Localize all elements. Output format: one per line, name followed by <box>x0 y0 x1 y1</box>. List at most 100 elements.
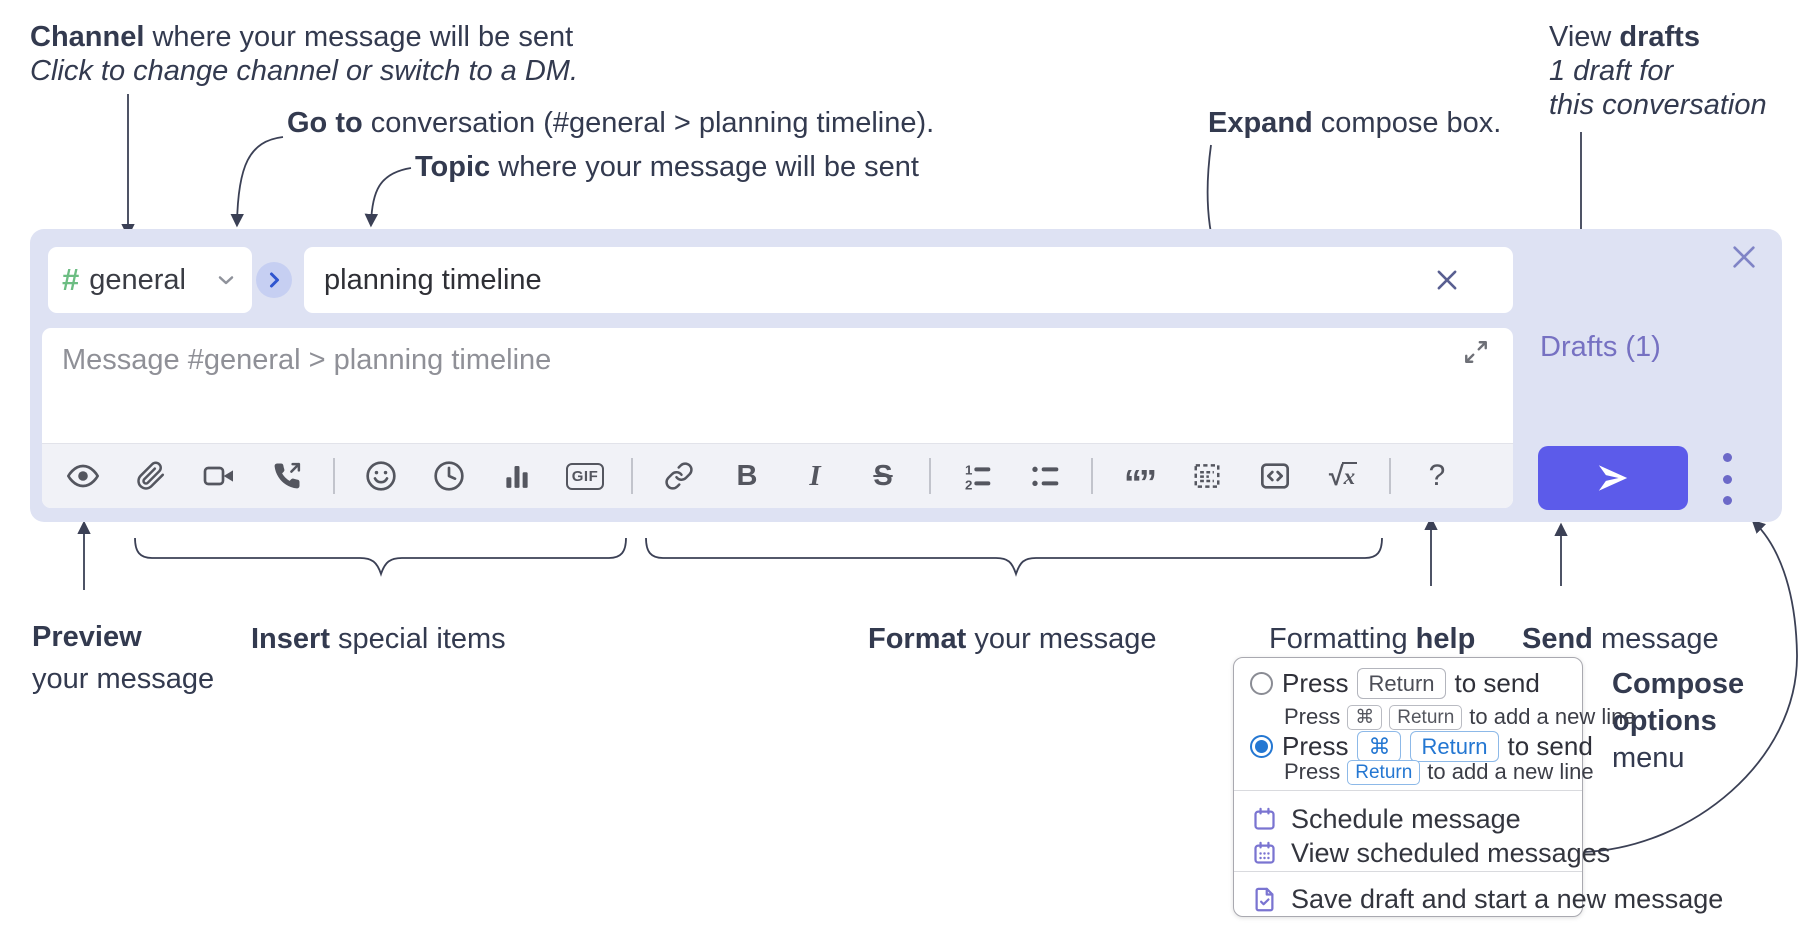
topic-input[interactable] <box>304 247 1513 313</box>
expand-diagonal-icon <box>1465 341 1487 363</box>
numbered-list-button[interactable]: 1 2 <box>960 455 994 497</box>
bold-button[interactable]: B <box>730 455 764 497</box>
compose-options-menu: Press Return to send Press ⌘ Return to a… <box>1233 657 1723 917</box>
gif-button[interactable]: GIF <box>565 455 605 497</box>
goto-arrow <box>230 136 284 228</box>
channel-selector[interactable]: # general <box>48 247 252 313</box>
return-key: Return <box>1410 731 1499 762</box>
bulleted-list-button[interactable] <box>1028 455 1062 497</box>
numbered-list-icon: 1 2 <box>965 463 991 492</box>
expand-compose-button[interactable] <box>1463 338 1491 366</box>
return-key: Return <box>1357 668 1446 699</box>
send-annotation: Send message <box>1522 622 1719 656</box>
poll-button[interactable] <box>500 455 534 497</box>
format-annotation-rest: your message <box>966 623 1157 655</box>
message-box: GIF B I S <box>42 328 1513 508</box>
view-drafts-line3: this conversation <box>1549 89 1767 121</box>
audio-call-button[interactable] <box>270 455 304 497</box>
channel-annotation-line2: Click to change channel or switch to a D… <box>30 55 579 87</box>
save-draft-item[interactable]: Save draft and start a new message <box>1251 884 1723 915</box>
compose-box: # general Drafts (1) <box>30 229 1782 522</box>
insert-annotation-bold: Insert <box>251 623 330 655</box>
topic-annotation-bold: Topic <box>415 151 491 183</box>
view-scheduled-messages-item[interactable]: View scheduled messages <box>1251 838 1610 869</box>
paperclip-icon <box>137 461 165 490</box>
question-icon: ? <box>1428 459 1446 492</box>
return-key: Return <box>1347 759 1421 785</box>
calendar-icon <box>1251 806 1278 833</box>
save-draft-icon <box>1251 886 1278 913</box>
hash-icon: # <box>62 262 80 297</box>
math-button[interactable]: √x <box>1326 455 1360 497</box>
chevron-right-icon <box>270 272 279 288</box>
strikethrough-button[interactable]: S <box>866 455 900 497</box>
clear-topic-button[interactable] <box>1433 266 1461 294</box>
goto-annotation: Go to conversation (#general > planning … <box>287 106 934 140</box>
view-drafts-line2: 1 draft for <box>1549 55 1674 87</box>
calendar-dots-icon <box>1251 840 1278 867</box>
send-annotation-bold: Send <box>1522 623 1593 655</box>
expand-annotation: Expand compose box. <box>1208 106 1501 140</box>
enter-sends-subtext: Press ⌘ Return to add a new line <box>1284 704 1636 730</box>
expand-annotation-bold: Expand <box>1208 107 1313 139</box>
compose-options-button[interactable] <box>1711 453 1743 505</box>
cmd-enter-sends-option[interactable]: Press ⌘ Return to send <box>1250 731 1593 762</box>
preview-button[interactable] <box>66 455 100 497</box>
toolbar-divider <box>1091 458 1093 494</box>
view-drafts-pre: View <box>1549 21 1620 53</box>
go-to-conversation-button[interactable] <box>256 262 292 298</box>
topic-annotation-rest: where your message will be sent <box>490 151 919 183</box>
goto-annotation-bold: Go to <box>287 107 363 139</box>
view-drafts-bold: drafts <box>1619 21 1700 53</box>
math-icon: √ <box>1328 460 1344 491</box>
compose-options-annotation: Compose options menu <box>1612 668 1745 774</box>
send-annotation-rest: message <box>1592 623 1719 655</box>
toolbar-divider <box>929 458 931 494</box>
channel-annotation-bold: Channel <box>30 21 145 53</box>
channel-name: general <box>89 263 186 296</box>
video-call-button[interactable] <box>202 455 236 497</box>
toolbar-divider <box>1389 458 1391 494</box>
code-button[interactable] <box>1258 455 1292 497</box>
insert-annotation-rest: special items <box>329 623 506 655</box>
goto-annotation-rest: conversation (#general > planning timeli… <box>362 107 935 139</box>
message-input[interactable] <box>42 328 1513 440</box>
topic-arrow <box>364 167 412 228</box>
schedule-time-button[interactable] <box>432 455 466 497</box>
eye-icon <box>67 464 99 488</box>
radio-unchecked-icon[interactable] <box>1250 672 1273 695</box>
formatting-help-button[interactable]: ? <box>1420 455 1454 497</box>
menu-divider <box>1234 871 1582 872</box>
menu-divider <box>1234 790 1582 791</box>
quote-button[interactable]: “” <box>1122 455 1157 503</box>
schedule-message-item[interactable]: Schedule message <box>1251 804 1521 835</box>
topic-input-wrap <box>304 247 1513 313</box>
video-camera-icon <box>203 466 233 486</box>
bulleted-list-icon <box>1032 466 1059 486</box>
spoiler-button[interactable] <box>1190 455 1224 497</box>
channel-annotation-rest: where your message will be sent <box>144 21 574 53</box>
channel-annotation: Channel where your message will be sent … <box>30 20 578 88</box>
italic-button[interactable]: I <box>798 455 832 497</box>
italic-icon: I <box>809 459 821 492</box>
svg-text:2: 2 <box>965 477 972 492</box>
clock-icon <box>434 461 464 491</box>
quote-icon: “” <box>1124 462 1157 503</box>
send-button[interactable] <box>1538 446 1688 510</box>
emoji-button[interactable] <box>364 455 398 497</box>
format-annotation-bold: Format <box>868 623 967 655</box>
cmd-enter-sends-subtext: Press Return to add a new line <box>1284 759 1594 785</box>
compose-toolbar: GIF B I S <box>42 443 1513 508</box>
drafts-link[interactable]: Drafts (1) <box>1540 331 1661 363</box>
attach-file-button[interactable] <box>134 455 168 497</box>
format-brace <box>645 537 1383 577</box>
link-button[interactable] <box>662 455 696 497</box>
bold-icon: B <box>736 459 758 492</box>
close-compose-button[interactable] <box>1728 241 1760 273</box>
radio-checked-icon[interactable] <box>1250 735 1273 758</box>
topic-annotation: Topic where your message will be sent <box>415 150 919 184</box>
spoiler-icon <box>1194 464 1220 488</box>
gif-icon: GIF <box>565 462 605 490</box>
enter-sends-option[interactable]: Press Return to send <box>1250 668 1540 699</box>
toolbar-divider <box>631 458 633 494</box>
